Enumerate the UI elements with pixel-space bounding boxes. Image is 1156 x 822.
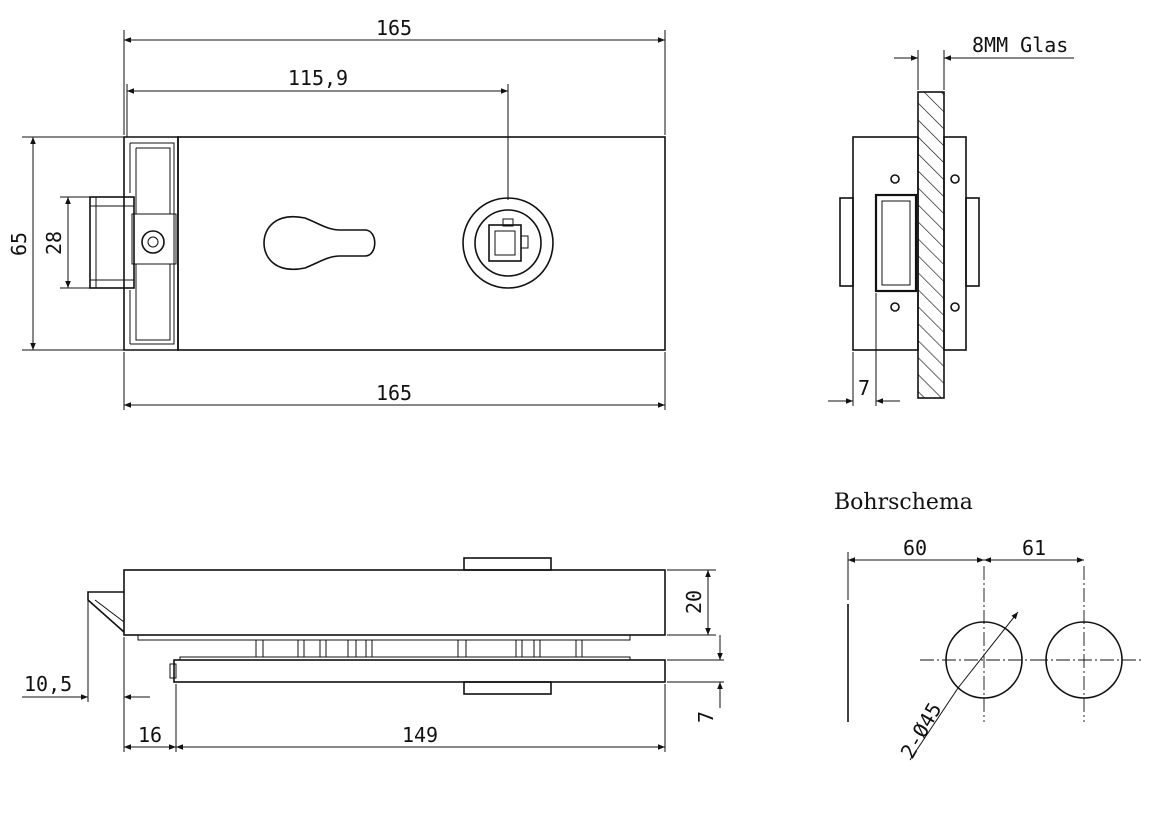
latch-bolt (89, 196, 135, 289)
latch-wedge (87, 591, 125, 633)
dim-overall-bottom: 165 (376, 381, 412, 405)
screw-icon (950, 174, 960, 184)
screw-icon (950, 302, 960, 312)
front-view: 165 115,9 65 28 165 (7, 16, 666, 410)
dim-drill-right: 61 (1022, 536, 1046, 560)
lock-housing (177, 136, 666, 351)
dim-overall-top: 165 (376, 16, 412, 40)
dim-length: 149 (402, 723, 438, 747)
side-view: 8MM Glas 7 (828, 33, 1074, 406)
dim-height: 65 (7, 232, 31, 256)
drilling-title: Bohrschema (834, 490, 973, 515)
glass-label: 8MM Glas (972, 33, 1068, 57)
dim-height-bottom: 20 (682, 590, 706, 614)
glass-pane (917, 91, 945, 399)
lock-body (123, 569, 666, 636)
side-bolt (874, 193, 918, 293)
side-housing-right (943, 136, 967, 351)
bottom-view: 20 7 10,5 16 149 (22, 557, 724, 752)
bottom-tab (463, 681, 552, 695)
dim-latch: 10,5 (24, 672, 72, 696)
screw-icon (890, 302, 900, 312)
side-housing-left (852, 136, 919, 351)
keyhole-icon (263, 215, 376, 271)
screw-icon (141, 230, 165, 254)
dim-cylinder-offset: 115,9 (288, 66, 348, 90)
screw-icon (890, 174, 900, 184)
spacers (137, 634, 631, 657)
knob-ring (462, 197, 554, 289)
hole-spec: 2-Ø45 (896, 698, 947, 762)
base-plate (173, 659, 666, 683)
dim-plate: 7 (694, 711, 718, 723)
dim-latch-height: 28 (42, 231, 66, 255)
top-tab (463, 557, 552, 571)
dim-depth: 7 (858, 376, 870, 400)
dim-offset: 16 (138, 723, 162, 747)
drilling-scheme: Bohrschema 60 61 2-Ø45 (834, 490, 1144, 763)
knob-square (488, 224, 522, 262)
dim-drill-left: 60 (903, 536, 927, 560)
